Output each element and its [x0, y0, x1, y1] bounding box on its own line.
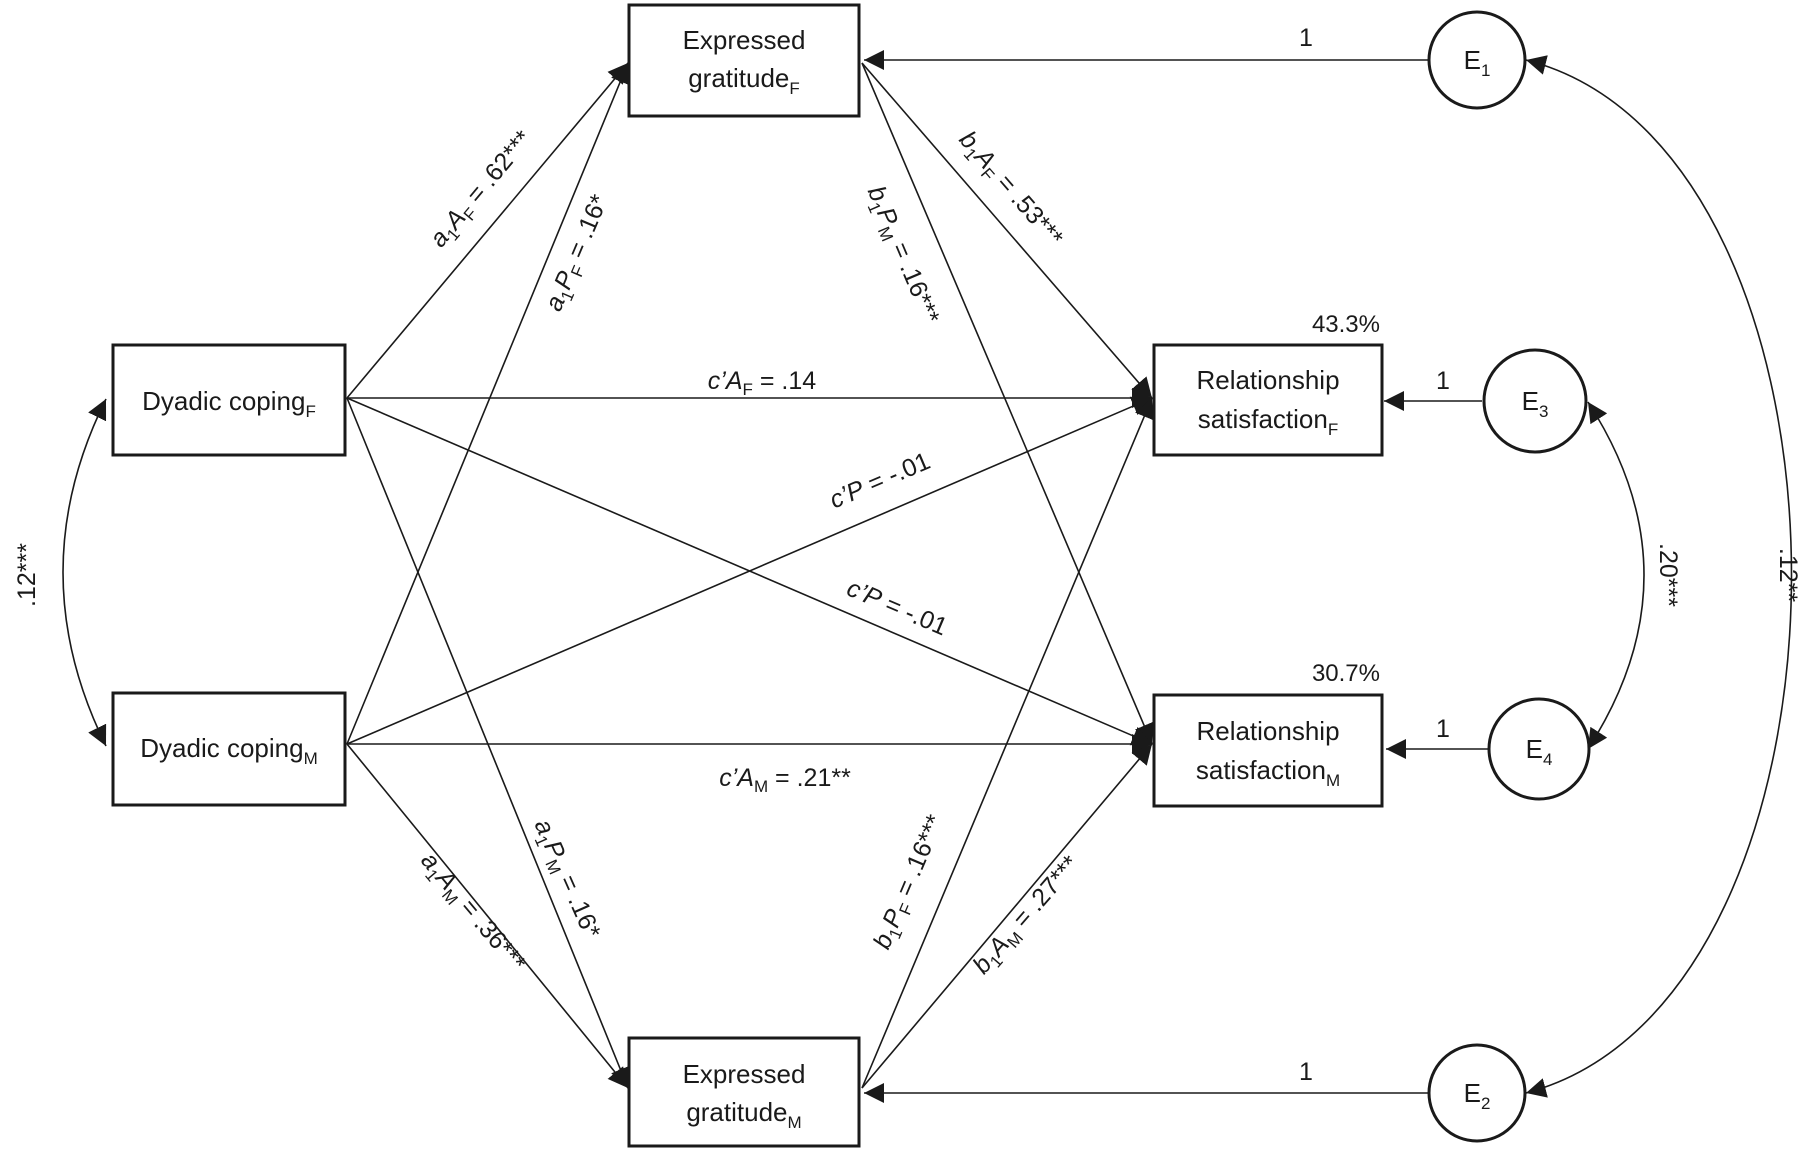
coef-c-p-lower: c’P = -.01: [843, 574, 952, 641]
coef-b1-pm: b1PM = .16***: [858, 182, 945, 330]
node-label: Relationship: [1196, 365, 1339, 395]
r-squared-label: 30.7%: [1312, 660, 1380, 687]
error-letter: E: [1522, 386, 1539, 416]
error-subscript: 3: [1539, 402, 1548, 421]
arrow-dcm-to-egm: [346, 743, 629, 1089]
node-expressed-gratitude-m: Expressed gratitudeM: [627, 1036, 861, 1148]
r-squared-label: 43.3%: [1312, 311, 1380, 338]
loading-e2: 1: [1299, 1058, 1313, 1086]
coef-b1-am: b1AM = .27***: [967, 850, 1088, 982]
arrow-dcf-to-egm: [346, 397, 630, 1089]
svg-text:satisfactionF: satisfactionF: [1198, 404, 1338, 439]
coef-a1-am: a1AM = .36***: [412, 847, 531, 980]
loading-e3: 1: [1436, 367, 1450, 395]
svg-text:Dyadic copingM: Dyadic copingM: [140, 733, 317, 768]
svg-text:E4: E4: [1526, 734, 1553, 769]
node-label: Dyadic coping: [140, 733, 303, 763]
arrow-egm-to-rsm: [861, 743, 1153, 1089]
svg-text:gratitudeF: gratitudeF: [688, 63, 800, 98]
path-arrows: [346, 50, 1488, 1103]
node-relationship-satisfaction-f: Relationship satisfactionF 43.3%: [1152, 311, 1384, 457]
error-subscript: 1: [1481, 61, 1490, 80]
covariance-e3-e4-label: .20***: [1654, 543, 1682, 607]
coef-b1-af: b1AF = .53***: [951, 126, 1069, 255]
arrow-egf-to-rsf: [861, 62, 1153, 399]
node-dyadic-coping-m: Dyadic copingM: [111, 691, 347, 807]
error-e4: E4: [1487, 697, 1591, 801]
node-expressed-gratitude-f: Expressed gratitudeF: [627, 3, 861, 118]
arrow-dcf-to-rsm: [346, 397, 1153, 746]
coef-c-af: c’AF = .14: [708, 367, 816, 399]
arrow-egm-to-rsf: [861, 397, 1154, 1089]
error-e2: E2: [1427, 1043, 1527, 1143]
svg-text:E1: E1: [1464, 45, 1491, 80]
node-label: satisfaction: [1198, 404, 1328, 434]
error-subscript: 4: [1543, 750, 1552, 769]
svg-text:E2: E2: [1464, 1078, 1491, 1113]
svg-text:satisfactionM: satisfactionM: [1196, 755, 1340, 790]
covariance-e1-e2-label: .12**: [1774, 548, 1802, 602]
coef-a1-pm: a1PM = .16*: [525, 815, 606, 944]
error-letter: E: [1464, 45, 1481, 75]
covariance-e1-e2: [1525, 55, 1793, 1098]
coef-c-p-upper: c’P = -.01: [825, 447, 934, 514]
node-subscript: M: [1326, 771, 1340, 790]
node-dyadic-coping-f: Dyadic copingF: [111, 343, 347, 457]
svg-text:gratitudeM: gratitudeM: [686, 1097, 801, 1132]
node-subscript: M: [788, 1113, 802, 1132]
coef-b1-pf: b1PF = .16***: [868, 810, 953, 954]
coef-a1-pf: a1PF = .16*: [540, 190, 618, 316]
error-letter: E: [1464, 1078, 1481, 1108]
covariance-dyadic-coping: [62, 398, 107, 747]
node-label: satisfaction: [1196, 755, 1326, 785]
error-subscript: 2: [1481, 1094, 1490, 1113]
arrow-dcf-to-egf: [346, 62, 629, 399]
node-subscript: F: [789, 79, 799, 98]
coef-c-am: c’AM = .21**: [719, 764, 851, 796]
node-relationship-satisfaction-m: Relationship satisfactionM 30.7%: [1152, 660, 1384, 808]
error-e1: E1: [1427, 10, 1527, 110]
error-e3: E3: [1482, 348, 1588, 454]
node-label: gratitude: [686, 1097, 787, 1127]
node-label: Expressed: [683, 1059, 806, 1089]
arrow-dcm-to-egf: [346, 62, 630, 745]
error-letter: E: [1526, 734, 1543, 764]
node-subscript: M: [304, 749, 318, 768]
loading-e1: 1: [1299, 24, 1313, 52]
node-label: Expressed: [683, 25, 806, 55]
arrow-egf-to-rsm: [861, 62, 1154, 745]
node-subscript: F: [1328, 420, 1338, 439]
covariance-dyadic-coping-label: .12***: [13, 543, 41, 607]
node-label: Relationship: [1196, 716, 1339, 746]
loading-e4: 1: [1436, 715, 1450, 743]
covariance-e3-e4: [1587, 401, 1645, 750]
node-label: gratitude: [688, 63, 789, 93]
node-label: Dyadic coping: [142, 386, 305, 416]
svg-text:Dyadic copingF: Dyadic copingF: [142, 386, 316, 421]
node-subscript: F: [305, 402, 315, 421]
covariance-curves: [62, 55, 1793, 1098]
svg-text:E3: E3: [1522, 386, 1549, 421]
